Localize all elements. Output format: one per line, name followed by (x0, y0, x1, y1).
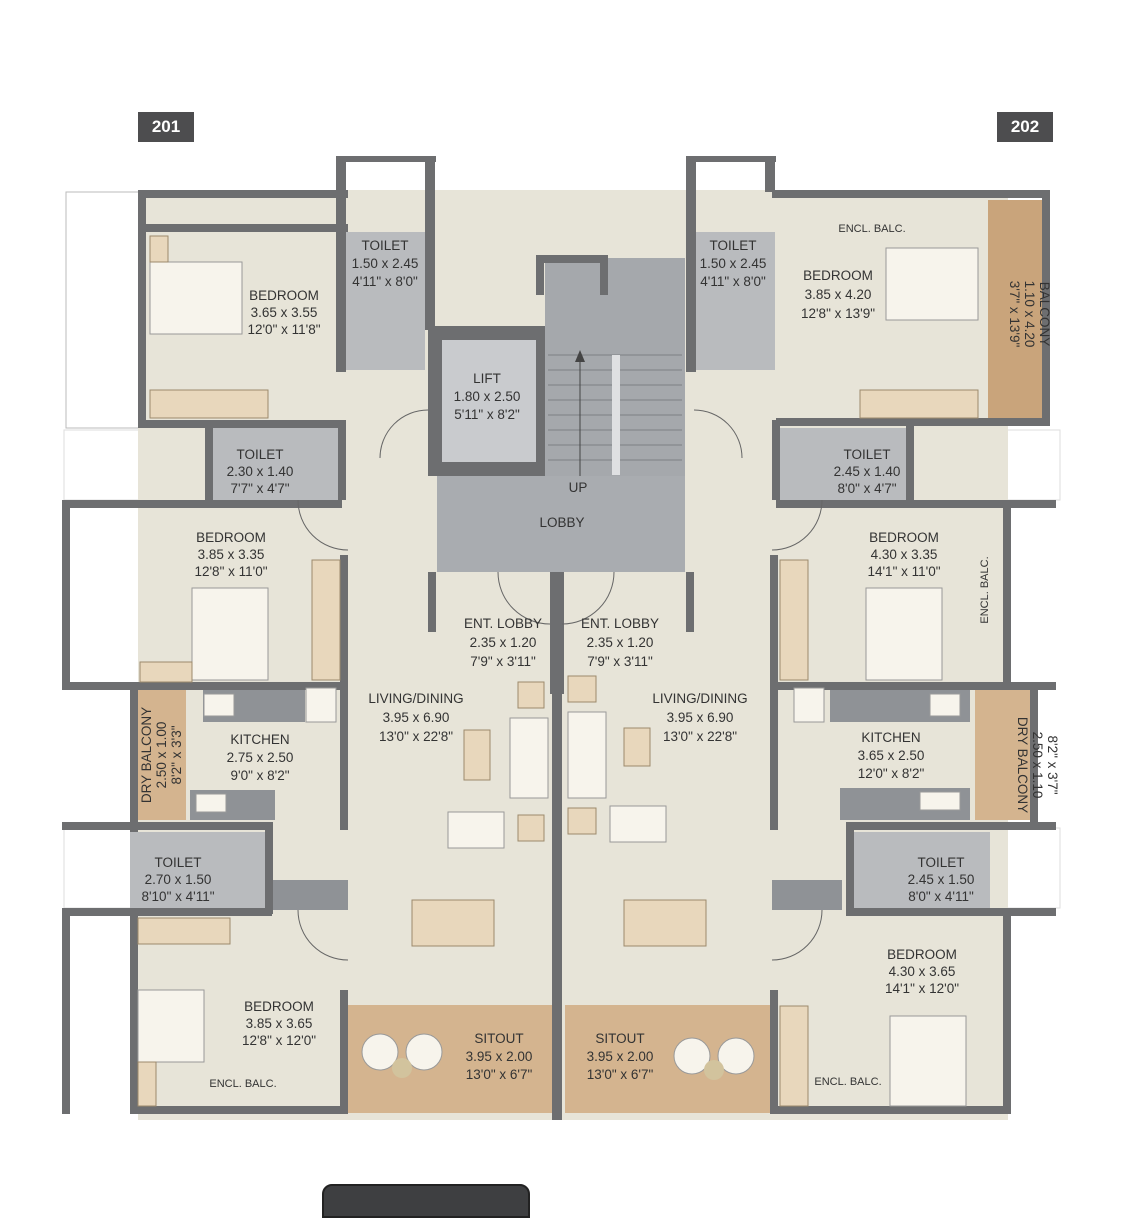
unit-tag-202: 202 (997, 112, 1053, 142)
lobby-label: LOBBY (539, 515, 584, 530)
r-toilet-low-floor (850, 832, 990, 912)
lobby-floor (437, 476, 685, 572)
r-encl-balc-low-label: ENCL. BALC. (814, 1076, 881, 1088)
r-toilet-top-floor (695, 232, 775, 370)
r-dry-balcony-floor (975, 690, 1030, 820)
r-balcony-floor (988, 200, 1042, 418)
r-toilet-mid-floor (775, 428, 910, 500)
l-toilet-mid-floor (210, 428, 345, 500)
r-dry-balcony-label: DRY BALCONY2.50 x 1.108'2" x 3'7" (1015, 717, 1060, 813)
lift-car (442, 340, 536, 462)
l-encl-balc-label: ENCL. BALC. (209, 1078, 276, 1090)
l-dry-balcony-floor (138, 690, 186, 820)
l-toilet-low-floor (130, 832, 270, 912)
bottom-tab-button[interactable] (322, 1184, 530, 1218)
stair-up-label: UP (569, 480, 588, 495)
unit-tag-201: 201 (138, 112, 194, 142)
r-encl-balc-top-label: ENCL. BALC. (838, 223, 905, 235)
walls (62, 156, 1056, 1120)
furniture (137, 235, 979, 1107)
l-toilet-top-floor (345, 232, 425, 370)
r-encl-balc-mid-label: ENCL. BALC. (979, 556, 991, 623)
doors (297, 409, 823, 961)
r-balcony-label: BALCONY1.10 x 4.203'7" x 13'9" (1007, 281, 1052, 348)
l-dry-balcony-label: DRY BALCONY2.50 x 1.008'2" x 3'3" (139, 707, 184, 803)
